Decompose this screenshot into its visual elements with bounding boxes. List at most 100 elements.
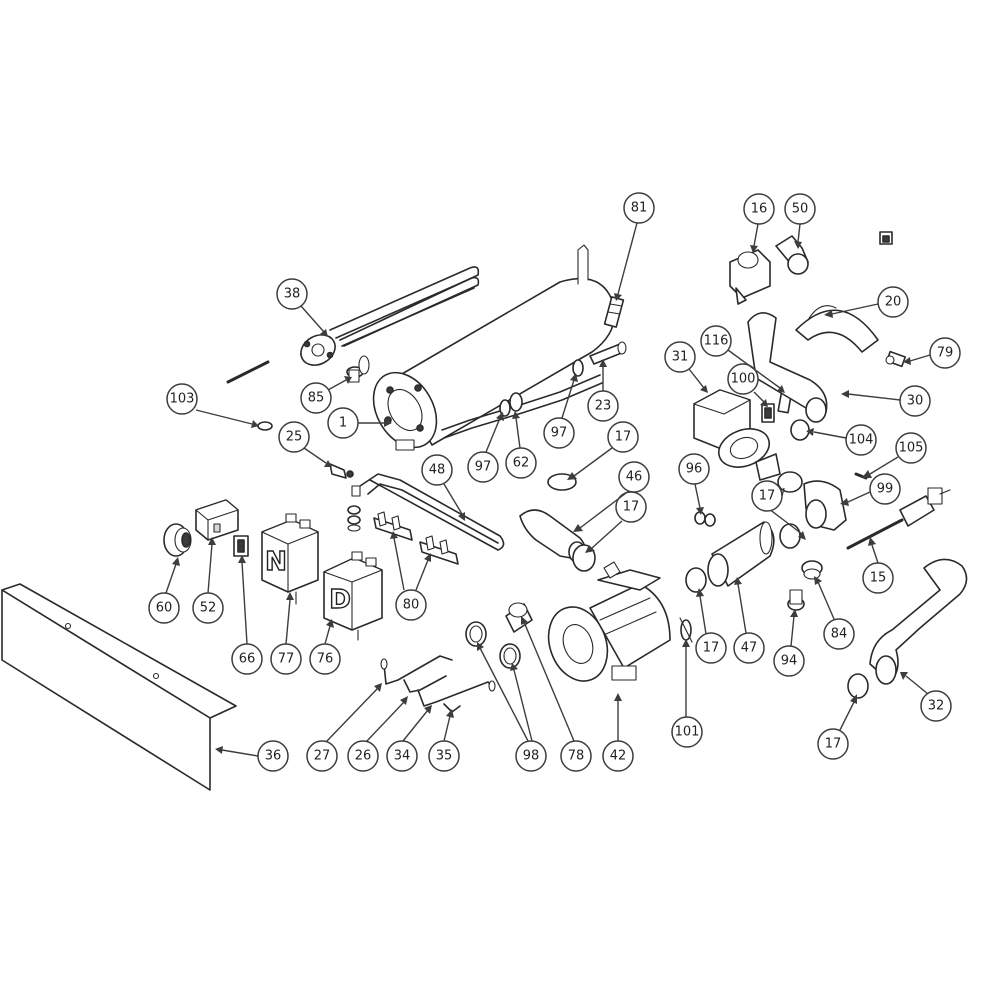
callout-103: 103	[166, 383, 259, 428]
callout-label: 17	[615, 430, 632, 445]
callout-52: 52	[192, 537, 224, 624]
callout-label: 35	[436, 749, 453, 764]
pressostat-n-marking: N	[265, 547, 287, 577]
callout-label: 17	[825, 737, 842, 752]
callout-98: 98	[477, 642, 547, 772]
clip-96	[694, 511, 716, 527]
callout-label: 48	[429, 463, 446, 478]
callout-label: 99	[877, 482, 894, 497]
callout-94: 94	[773, 609, 805, 677]
callout-label: 20	[885, 295, 902, 310]
elbow-99	[803, 480, 847, 531]
fitting-94	[787, 589, 805, 611]
drain-pump-31	[693, 389, 781, 481]
callout-17c: 17	[751, 480, 806, 540]
callout-label: 94	[781, 654, 798, 669]
rod	[226, 360, 270, 384]
callout-label: 15	[870, 571, 887, 586]
callout-30: 30	[841, 385, 931, 417]
knob-60	[163, 523, 192, 557]
callout-77: 77	[270, 592, 302, 675]
callout-label: 100	[731, 372, 756, 387]
callout-label: 77	[278, 652, 295, 667]
callout-label: 98	[523, 749, 540, 764]
hose-32	[869, 558, 968, 685]
callout-47: 47	[733, 577, 765, 664]
callout-label: 80	[403, 598, 420, 613]
fitting-23	[589, 341, 627, 365]
ring-98	[465, 621, 521, 669]
callout-label: 17	[623, 500, 640, 515]
callout-label: 76	[317, 652, 334, 667]
callout-label: 78	[568, 749, 585, 764]
callout-label: 25	[286, 430, 303, 445]
callout-42: 42	[602, 693, 634, 772]
callout-label: 17	[759, 489, 776, 504]
callout-26: 26	[347, 696, 408, 772]
callout-label: 46	[626, 470, 643, 485]
callout-label: 66	[239, 652, 256, 667]
callout-23: 23	[587, 359, 619, 422]
callout-78: 78	[521, 616, 592, 772]
callout-62: 62	[505, 411, 537, 479]
clip-top	[879, 231, 893, 245]
heating-element	[300, 266, 480, 366]
callout-97b: 97	[543, 373, 578, 449]
callout-1: 1	[327, 407, 392, 439]
callout-label: 16	[751, 202, 768, 217]
callout-17b: 17	[585, 491, 647, 553]
callout-label: 81	[631, 201, 648, 216]
callout-15: 15	[862, 537, 894, 594]
callout-85: 85	[300, 376, 352, 414]
fitting-79	[885, 350, 907, 368]
washer-103	[257, 421, 273, 431]
pump-42	[547, 561, 671, 682]
callout-label: 84	[831, 627, 848, 642]
callout-label: 60	[156, 601, 173, 616]
callout-label: 26	[355, 749, 372, 764]
callout-label: 85	[308, 391, 325, 406]
nut-set	[347, 485, 361, 532]
callout-label: 38	[284, 287, 301, 302]
callout-105: 105	[862, 432, 927, 478]
callout-label: 96	[686, 462, 703, 477]
hose-30	[747, 312, 828, 423]
callout-66: 66	[231, 555, 263, 675]
boiler-tank	[372, 244, 616, 451]
callout-99: 99	[840, 473, 901, 506]
callout-79: 79	[903, 337, 961, 369]
callout-50: 50	[784, 193, 816, 249]
ring-104	[790, 419, 810, 441]
callout-label: 27	[314, 749, 331, 764]
valve-16	[729, 249, 771, 305]
callout-101: 101	[671, 639, 703, 748]
sleeve-62	[509, 392, 523, 412]
callout-17e: 17	[817, 694, 857, 760]
callout-76: 76	[309, 619, 341, 675]
clamp-17	[547, 471, 869, 699]
callout-label: 1	[339, 416, 347, 431]
callout-label: 101	[675, 725, 700, 740]
callout-100: 100	[727, 363, 768, 407]
fitting-25	[329, 463, 354, 479]
callout-label: 36	[265, 749, 282, 764]
callout-label: 50	[792, 202, 809, 217]
hose-47	[707, 521, 775, 587]
callout-25: 25	[278, 421, 332, 467]
hose-20	[795, 305, 879, 353]
callout-label: 52	[200, 601, 217, 616]
callout-81: 81	[614, 192, 655, 301]
callout-31: 31	[664, 341, 708, 393]
callout-17a: 17	[567, 421, 639, 480]
callout-27: 27	[306, 683, 382, 772]
pipe-48	[359, 473, 505, 551]
callout-label: 79	[937, 346, 954, 361]
callout-17d: 17	[695, 588, 727, 664]
pressostat-77: N	[261, 513, 319, 605]
elbow-50	[775, 235, 809, 275]
hose-set	[380, 655, 496, 713]
connector-66	[233, 535, 249, 557]
bracket-80	[373, 511, 459, 565]
pressostat-76: D	[323, 551, 383, 641]
